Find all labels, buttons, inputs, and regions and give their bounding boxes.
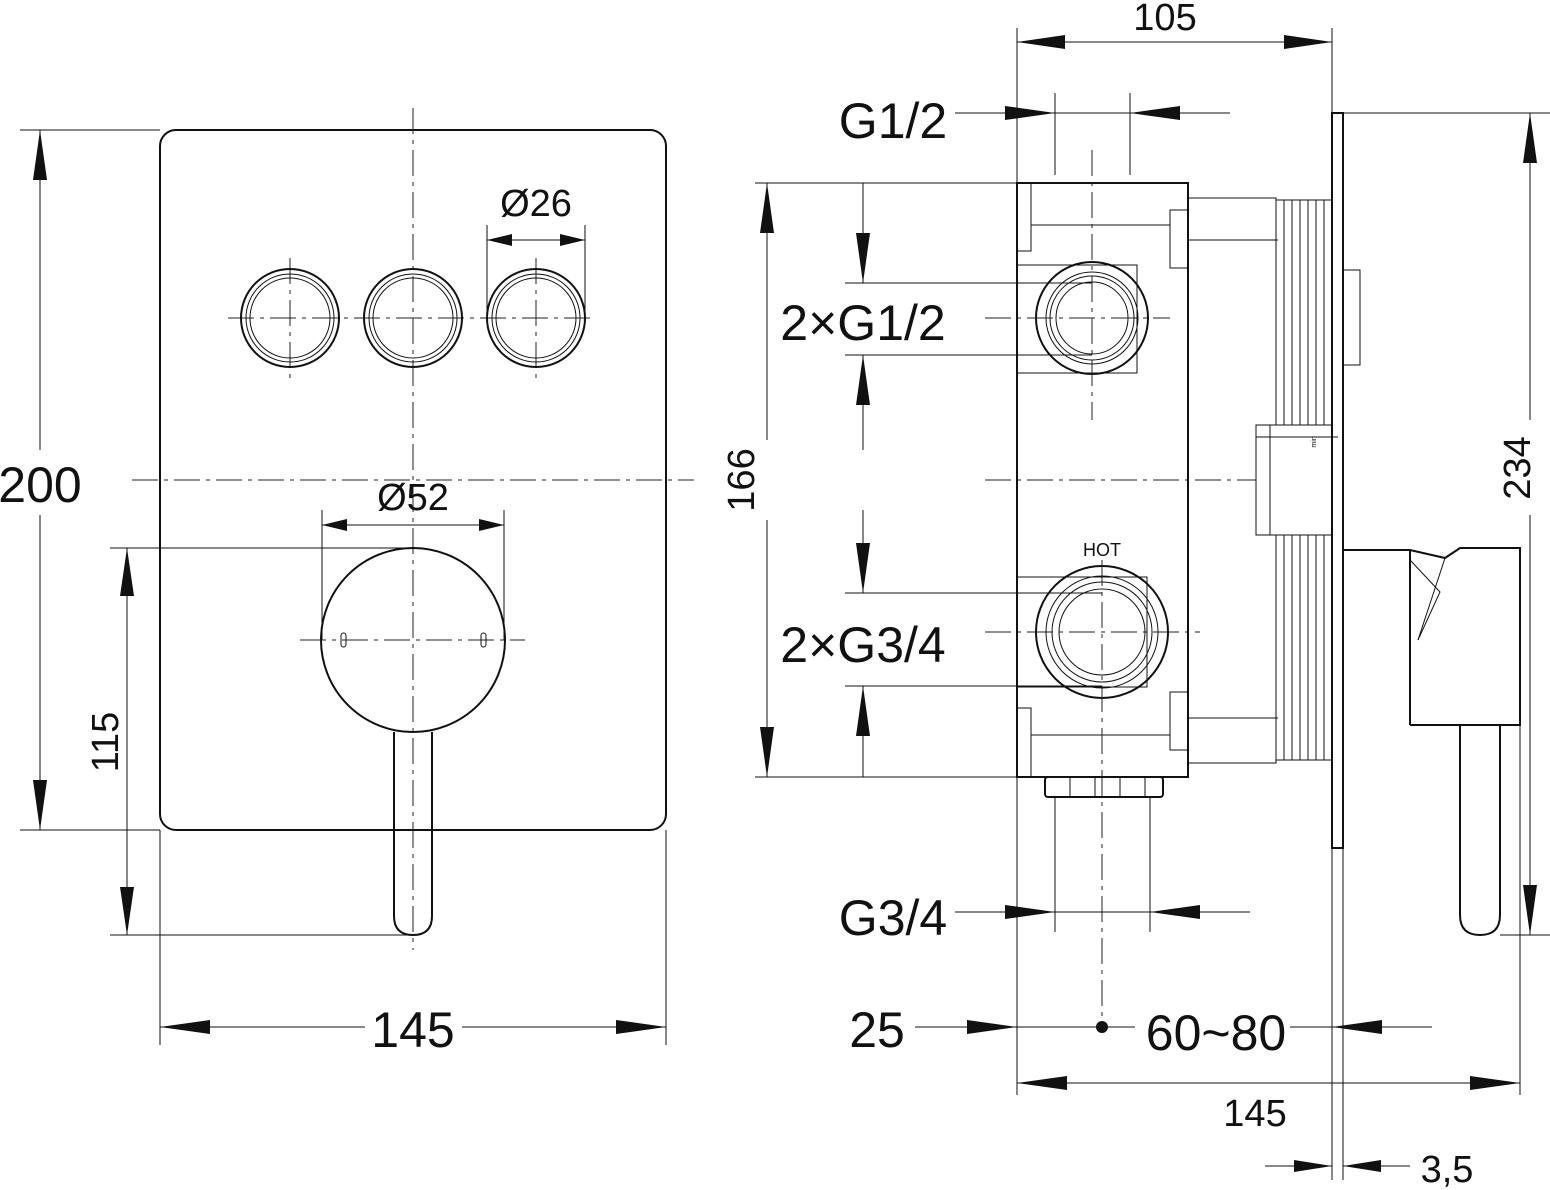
front-width-label: 145 — [371, 1002, 454, 1058]
top-inlet-label: G1/2 — [839, 93, 947, 149]
handle-diameter-label: Ø52 — [377, 477, 449, 519]
upper-ports-label: 2×G1/2 — [780, 295, 945, 351]
top-depth-label: 105 — [1133, 0, 1196, 39]
threaded-cartridge — [1187, 197, 1338, 764]
min-marker: min — [1311, 436, 1318, 447]
lever-height-label: 115 — [85, 712, 127, 773]
front-height-label: 200 — [0, 457, 82, 513]
cover-plate — [1331, 112, 1344, 849]
range-label: 60~80 — [1146, 1005, 1286, 1061]
bottom-inlet-label: G3/4 — [839, 890, 947, 946]
hot-marker: HOT — [1083, 540, 1121, 560]
front-view: Ø26 Ø52 200 115 — [0, 108, 694, 1058]
total-depth-label: 145 — [1223, 1093, 1286, 1135]
plate-thickness-label: 3,5 — [1421, 1149, 1474, 1190]
side-view: HOT min — [721, 0, 1550, 1190]
overall-height-label: 234 — [1497, 436, 1539, 499]
offset-label: 25 — [849, 1002, 905, 1058]
side-handle — [1343, 547, 1521, 937]
lower-ports-label: 2×G3/4 — [780, 617, 945, 673]
body-height-label: 166 — [721, 448, 763, 511]
bottom-nut — [1044, 776, 1164, 798]
push-button-middle — [363, 268, 463, 368]
push-button-left — [240, 268, 340, 368]
button-diameter-label: Ø26 — [500, 183, 572, 225]
